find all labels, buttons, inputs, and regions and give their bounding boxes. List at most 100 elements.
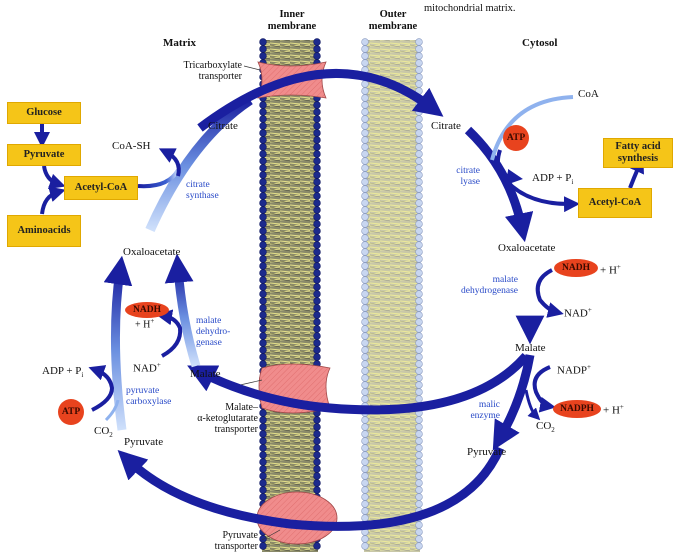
adp-pi-cytosol-label: ADP + Pi — [532, 172, 573, 187]
lipid-headgroup — [259, 129, 267, 137]
lipid-headgroup — [259, 339, 267, 347]
lipid-headgroup — [313, 276, 321, 284]
lipid-headgroup — [361, 227, 369, 235]
lipid-headgroup — [415, 129, 423, 137]
lipid-headgroup — [415, 521, 423, 529]
lipid-headgroup — [313, 423, 321, 431]
h-plus-matrix-sup: + — [150, 317, 155, 325]
h-plus-cytosol-label-2: + H+ — [603, 403, 624, 417]
lipid-headgroup — [361, 472, 369, 480]
lipid-headgroup — [361, 514, 369, 522]
lipid-headgroup — [313, 255, 321, 263]
lipid-headgroup — [259, 248, 267, 256]
caption-fragment: mitochondrial matrix. — [424, 3, 516, 14]
lipid-headgroup — [361, 423, 369, 431]
outer-membrane — [361, 38, 423, 552]
citrate-export-arrow-2 — [197, 69, 444, 132]
lipid-headgroup — [415, 178, 423, 186]
lipid-headgroup — [313, 325, 321, 333]
lipid-headgroup — [361, 458, 369, 466]
lipid-headgroup — [415, 486, 423, 494]
lipid-headgroup — [415, 227, 423, 235]
lipid-headgroup — [259, 45, 267, 53]
lipid-headgroup — [313, 213, 321, 221]
malate-import-arrow — [187, 353, 530, 415]
lipid-headgroup — [361, 290, 369, 298]
lipid-headgroup — [313, 220, 321, 228]
fatty-acid-line1: Fatty acid — [615, 140, 661, 152]
aminoacids-acetylcoa-arrow — [40, 186, 66, 215]
coa-sh-release-arrow — [158, 148, 181, 177]
lipid-headgroup — [313, 444, 321, 452]
lipid-headgroup — [415, 213, 423, 221]
lipid-headgroup — [415, 255, 423, 263]
lipid-headgroup — [361, 318, 369, 326]
lipid-headgroup — [415, 59, 423, 67]
lipid-headgroup — [361, 143, 369, 151]
lipid-headgroup — [259, 206, 267, 214]
co2-cytosol-sub: 2 — [551, 426, 555, 435]
pyruvate-to-oaa-arrow-matrix — [103, 255, 133, 431]
lipid-headgroup — [415, 283, 423, 291]
lipid-headgroup — [259, 38, 267, 46]
lipid-headgroup — [415, 171, 423, 179]
lipid-headgroup — [361, 500, 369, 508]
pyruvate-cytosol-label: Pyruvate — [467, 446, 507, 458]
pyruvate-matrix-label: Pyruvate — [124, 436, 164, 448]
lipid-headgroup — [313, 542, 321, 550]
lipid-headgroup — [361, 430, 369, 438]
co2-matrix-label: CO2 — [94, 425, 113, 440]
outer-membrane-label-line2: membrane — [368, 20, 418, 32]
lipid-headgroup — [313, 318, 321, 326]
lipid-headgroup — [313, 52, 321, 60]
acetyl-coa-to-citrate-arrow — [137, 168, 180, 189]
adp-pi-matrix-sub: i — [81, 371, 84, 380]
lipid-headgroup — [415, 444, 423, 452]
lipid-headgroup — [313, 339, 321, 347]
malate-to-oaa-arrow-matrix — [164, 253, 201, 368]
lipid-headgroup — [415, 248, 423, 256]
lipid-headgroup — [259, 297, 267, 305]
lipid-headgroup — [361, 122, 369, 130]
lipid-headgroup — [361, 381, 369, 389]
tricarboxylate-leader-line — [243, 65, 261, 71]
lipid-headgroup — [259, 325, 267, 333]
malic-enzyme-line1: malic — [478, 400, 500, 410]
amino-acids-box: Amino acids — [7, 215, 81, 247]
lipid-headgroup — [313, 458, 321, 466]
lipid-headgroup — [361, 241, 369, 249]
lipid-headgroup — [415, 206, 423, 214]
lipid-headgroup — [313, 241, 321, 249]
lipid-headgroup — [415, 45, 423, 53]
lipid-headgroup — [313, 38, 321, 46]
lipid-headgroup — [361, 479, 369, 487]
lipid-headgroup — [361, 325, 369, 333]
lipid-headgroup — [259, 311, 267, 319]
pyruvate-import-arrow — [117, 446, 505, 531]
lipid-headgroup — [415, 38, 423, 46]
atp-adp-arrow-matrix — [88, 365, 115, 412]
lipid-headgroup — [361, 437, 369, 445]
lipid-headgroup — [361, 80, 369, 88]
pyruvate-box: Pyruvate — [7, 144, 81, 166]
co2-cytosol-arrow — [524, 389, 541, 421]
lipid-headgroup — [415, 269, 423, 277]
malate-dh-matrix-line2: dehydro- — [196, 326, 231, 337]
malate-akg-line2: α-ketoglutarate — [197, 413, 258, 424]
inner-membrane-label-line2: membrane — [267, 20, 317, 32]
lipid-headgroup — [361, 178, 369, 186]
lipid-headgroup — [415, 115, 423, 123]
lipid-headgroup — [415, 311, 423, 319]
pyruvate-carboxylase-label: pyruvate carboxylase — [126, 386, 171, 408]
acetyl-coa-matrix-box: Acetyl-CoA — [64, 176, 138, 200]
inner-membrane-label: Inner membrane — [262, 9, 322, 32]
nad-plus-matrix-label: NAD+ — [133, 361, 161, 375]
pyruvate-carboxylase-line2: carboxylase — [126, 396, 172, 407]
lipid-headgroup — [259, 164, 267, 172]
lipid-headgroup — [361, 297, 369, 305]
lipid-headgroup — [361, 199, 369, 207]
lipid-headgroup — [259, 192, 267, 200]
lipid-headgroup — [259, 136, 267, 144]
matrix-label: Matrix — [163, 37, 196, 49]
lipid-headgroup — [259, 269, 267, 277]
